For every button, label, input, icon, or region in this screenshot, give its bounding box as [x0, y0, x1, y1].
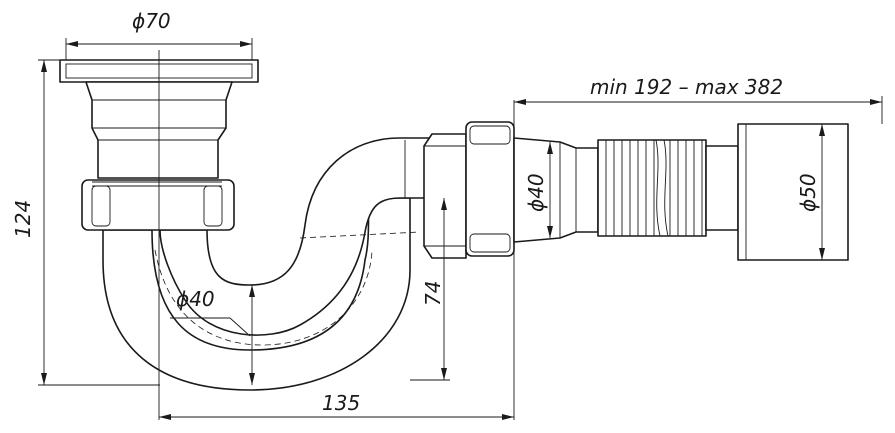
dim-top-diameter: ϕ70	[132, 9, 171, 33]
hose-break-lines	[655, 139, 669, 237]
dimension-lines	[38, 38, 883, 420]
riser-nut-thread	[92, 181, 222, 187]
hose-adaptor-steps	[559, 142, 577, 238]
dim-inlet-diameter: ϕ40	[524, 173, 548, 212]
dim-outlet-diameter: ϕ50	[796, 173, 820, 212]
s-bend-hump	[159, 137, 431, 336]
riser-nut	[81, 179, 235, 231]
hose-to-outlet-collar	[705, 145, 739, 231]
centerline-bend	[154, 249, 373, 346]
dim-horizontal-length: 135	[322, 391, 360, 415]
hose-ribs	[605, 140, 703, 236]
outlet-nut-flat-bottom	[469, 233, 511, 253]
outlet-nut	[465, 121, 515, 257]
dim-drop-height: 74	[421, 281, 445, 306]
outlet-body	[423, 133, 467, 259]
dim-hose-length: min 192 – max 382	[590, 75, 783, 99]
outlet-pipe	[737, 123, 849, 261]
outlet-body-lines	[424, 145, 466, 247]
outlet-nut-flat-top	[469, 125, 511, 145]
corrugated-hose	[597, 139, 707, 237]
siphon-body	[59, 59, 849, 391]
dim-total-height: 124	[11, 200, 35, 238]
dim-elbow-diameter: ϕ40	[176, 287, 215, 311]
centerline-horizontal	[299, 231, 421, 239]
